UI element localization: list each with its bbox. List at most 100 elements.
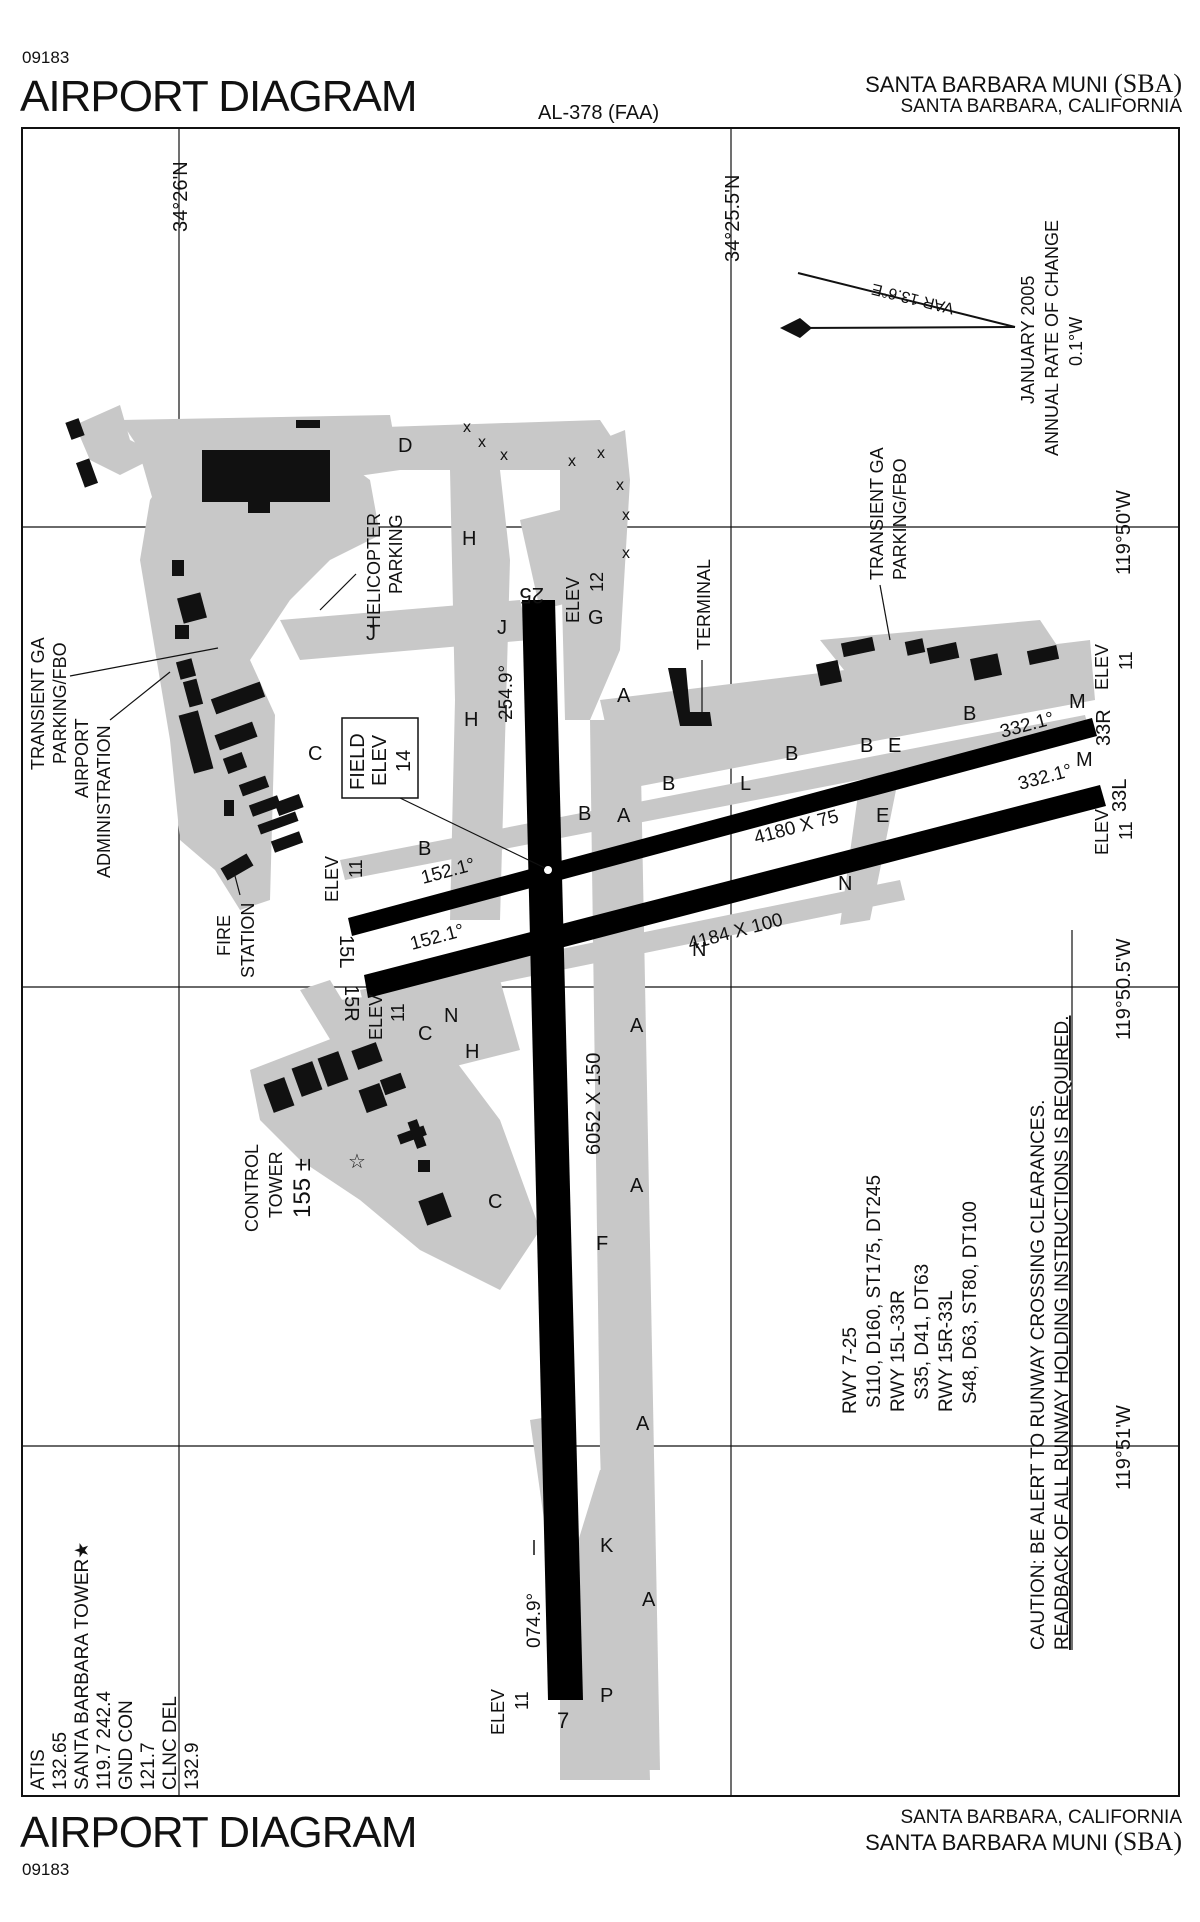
true-north-arrow-icon (780, 318, 812, 338)
rwy-33l-heading: 332.1° (1016, 760, 1075, 795)
rwy-15l-number: 15L (335, 935, 357, 968)
airport-id-bottom: (SBA) (1114, 1826, 1182, 1856)
taxiway-label-m1: N (838, 873, 852, 895)
taxiway-label-m2: N (692, 939, 706, 961)
rwy-33l-elev-value: 11 (1116, 821, 1136, 840)
taxiway-label-a4: A (630, 1175, 644, 1197)
taxiway-label-b4: B (860, 735, 873, 757)
rwy-25-number: 25 (520, 583, 544, 608)
taxiway-label-h1: H (462, 528, 476, 550)
weights-line2: S110, D160, ST175, DT245 (864, 1175, 885, 1408)
weights-line1: RWY 7-25 (840, 1327, 861, 1414)
frequencies: ATIS 132.65 SANTA BARBARA TOWER★ 119.7 2… (28, 1542, 203, 1790)
terminal-label: TERMINAL (694, 559, 714, 650)
fire-label-2: STATION (238, 903, 258, 978)
taxiway-h-north (450, 470, 510, 920)
building-e-5 (970, 653, 1002, 681)
taxiway-label-p: P (600, 1685, 613, 1707)
magvar-line3: 0.1°W (1066, 317, 1086, 366)
tga-left-label-2: PARKING/FBO (50, 642, 70, 764)
rwy-15r-elev-label: ELEV (366, 994, 386, 1040)
taxiway-label-e2: E (876, 805, 889, 827)
fire-station-building (220, 853, 254, 881)
building-w-12 (257, 811, 299, 835)
taxiway-label-c1: C (308, 743, 322, 765)
diagram-frame (21, 127, 1180, 1797)
building-e-2 (840, 636, 876, 658)
freq-gnd-value: 121.7 (138, 1742, 159, 1790)
building-e-6 (1026, 645, 1060, 665)
field-elev-reference-point (544, 866, 552, 874)
freq-gnd: GND CON (116, 1700, 137, 1790)
taxiway-label-h2: H (464, 709, 478, 731)
buildings (65, 418, 1060, 1226)
rwy-7-elev-value: 11 (512, 1691, 532, 1710)
airport-id: (SBA) (1114, 69, 1182, 98)
taxiway-label-d: D (398, 435, 412, 457)
magnetic-variation: VAR 13.6°E JANUARY 2005 ANNUAL RATE OF C… (780, 220, 1086, 456)
taxiway-d-area (290, 420, 620, 470)
admin-label-1: AIRPORT (72, 718, 92, 798)
taxiway-label-b2: B (662, 773, 675, 795)
rwy-33r-number: 33R (1093, 709, 1115, 746)
terminal-apron-link (520, 510, 580, 610)
weights-line5: RWY 15R-33L (936, 1290, 957, 1412)
taxiway-label-b3: B (785, 743, 798, 765)
heli-label-1: HELICOPTER (364, 513, 384, 628)
apron-southwest (250, 1020, 540, 1290)
apron-east (600, 640, 1095, 790)
svg-text:x: x (463, 419, 471, 436)
rwy-25-heading: 254.9° (496, 665, 517, 720)
runway-15r-33l (364, 785, 1106, 998)
var-label: VAR 13.6°E (870, 280, 956, 317)
tga-right-label-2: PARKING/FBO (890, 458, 910, 580)
building-e-3 (904, 638, 926, 656)
apron-sw-link (340, 980, 520, 1070)
freq-tower-value: 119.7 242.4 (94, 1691, 115, 1790)
field-elev-line3: 14 (393, 750, 415, 772)
tower-label-2: TOWER (266, 1151, 286, 1218)
taxiway-g (560, 430, 630, 720)
taxiway-label-a3: A (630, 1015, 644, 1037)
building-sw-1 (263, 1077, 295, 1113)
building-nw-2 (75, 458, 99, 488)
building-w-5 (182, 678, 204, 708)
lon-label-3: 119°51'W (1113, 1405, 1135, 1490)
building-sw-3 (317, 1051, 349, 1087)
building-w-3 (175, 625, 189, 639)
svg-text:x: x (500, 447, 508, 464)
airport-footer: SANTA BARBARA, CALIFORNIA SANTA BARBARA … (865, 1808, 1182, 1856)
taxiway-label-m3: N (444, 1005, 458, 1027)
rwy-15r-number: 15R (340, 985, 362, 1022)
svg-text:x: x (597, 445, 605, 462)
svg-text:x: x (478, 434, 486, 451)
tga-left-label-1: TRANSIENT GA (28, 637, 48, 770)
taxiway-label-k: L (740, 773, 751, 795)
caution-line1: CAUTION: BE ALERT TO RUNWAY CROSSING CLE… (1028, 1100, 1049, 1650)
heli-label-2: PARKING (386, 514, 406, 594)
field-elev-line2: ELEV (369, 734, 391, 786)
building-w-2 (177, 592, 207, 624)
freq-clnc: CLNC DEL (160, 1696, 181, 1790)
building-nw-1 (65, 418, 85, 440)
building-sw-5 (358, 1082, 388, 1114)
building-w-6 (178, 710, 214, 774)
rwy-33r-elev-value: 11 (1116, 651, 1136, 670)
lat-label-1: 34°26'N (170, 161, 192, 232)
tower-label-3: 155 ± (289, 1158, 316, 1218)
building-w-13 (270, 831, 304, 853)
rwy-33r-elev-label: ELEV (1092, 644, 1112, 690)
building-w-15 (224, 800, 234, 816)
svg-text:x: x (622, 507, 630, 524)
tower-star-icon: ☆ (348, 1151, 366, 1173)
weights-line3: RWY 15L-33R (888, 1290, 909, 1412)
apron-nw (75, 405, 160, 475)
chart-number-top: 09183 (22, 48, 70, 67)
airport-name: SANTA BARBARA MUNI (865, 72, 1108, 97)
freq-atis: ATIS (28, 1749, 49, 1790)
rwy-7-25-dims: 6052 X 150 (583, 1053, 605, 1155)
city-state: SANTA BARBARA, CALIFORNIA (900, 96, 1182, 118)
caution-note: CAUTION: BE ALERT TO RUNWAY CROSSING CLE… (1028, 930, 1073, 1650)
